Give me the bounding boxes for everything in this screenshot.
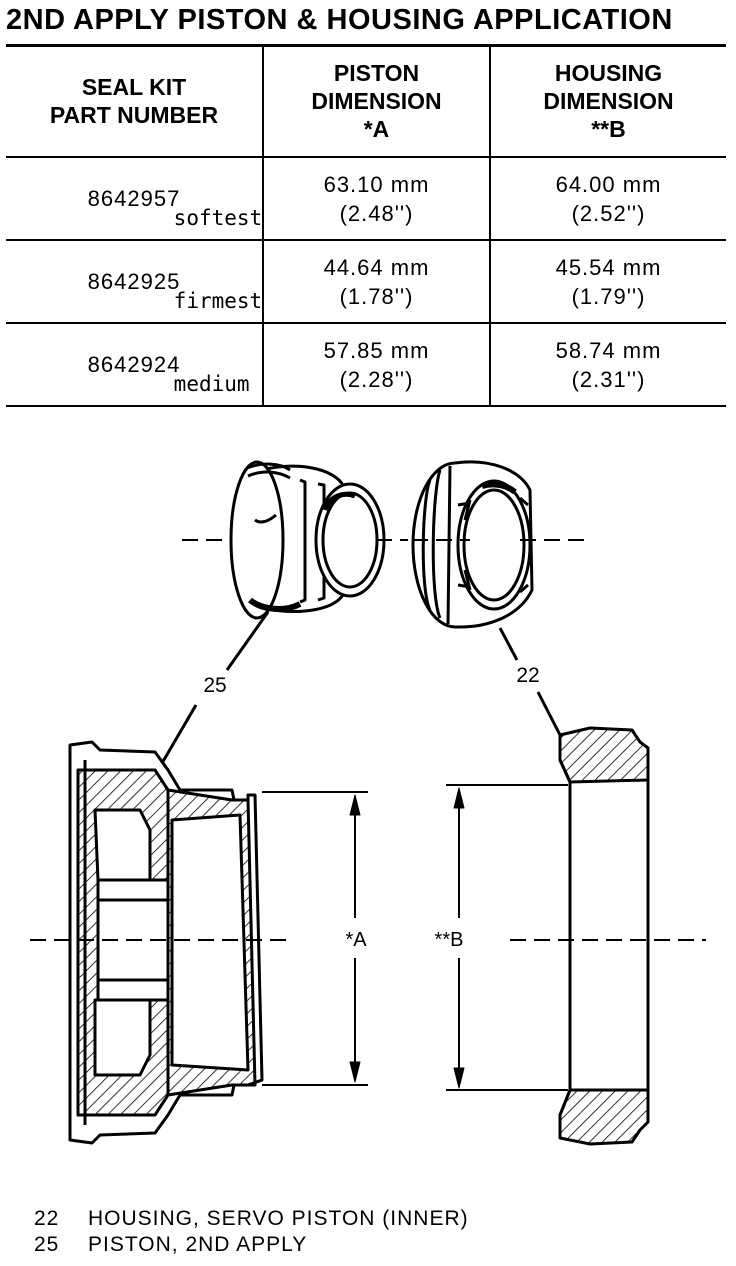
parts-legend: 22 HOUSING, SERVO PISTON (INNER) 25 PISTON…: [34, 1206, 469, 1258]
dimension-a-label: *A: [345, 929, 367, 951]
callout-leader-25b: [156, 704, 198, 771]
legend-item: 25 PISTON, 2ND APPLY: [34, 1232, 469, 1258]
piston-dimension-cell: 57.85 mm (2.28''): [262, 323, 490, 407]
part-number: 8642957: [87, 186, 181, 211]
dimension-b: [446, 784, 568, 1091]
part-number: 8642925: [87, 269, 181, 294]
header-seal-kit: SEAL KIT PART NUMBER: [6, 46, 263, 158]
legend-item: 22 HOUSING, SERVO PISTON (INNER): [34, 1206, 469, 1232]
housing-perspective-view: [411, 460, 590, 629]
piston-dimension-cell: 63.10 mm (2.48''): [262, 157, 490, 241]
title-rule: [6, 44, 726, 47]
firmness-note: softest: [173, 206, 263, 230]
legend-text: HOUSING, SERVO PISTON (INNER): [88, 1207, 469, 1230]
piston-perspective-view: [182, 460, 408, 620]
legend-text: PISTON, 2ND APPLY: [88, 1233, 308, 1256]
part-number: 8642924: [87, 352, 181, 377]
firmness-note: firmest: [173, 289, 263, 313]
housing-section-view: [510, 726, 706, 1146]
callout-label-25: 25: [203, 674, 226, 697]
piston-housing-diagram: 25 22 *A **B: [30, 460, 706, 1146]
legend-number: 22: [34, 1207, 60, 1230]
housing-dimension-cell: 58.74 mm (2.31''): [489, 323, 726, 407]
table-header-row: SEAL KIT PART NUMBER PISTON DIMENSION *A…: [6, 46, 726, 158]
housing-dimension-cell: 64.00 mm (2.52''): [489, 157, 726, 241]
application-table: SEAL KIT PART NUMBER PISTON DIMENSION *A…: [6, 46, 726, 407]
header-piston-dimension: PISTON DIMENSION *A: [262, 46, 490, 158]
callout-label-22: 22: [516, 664, 539, 687]
dimension-a: [262, 791, 368, 1086]
callout-leader-25: [225, 611, 270, 671]
dimension-b-label: **B: [435, 929, 464, 951]
housing-dimension-cell: 45.54 mm (1.79''): [489, 240, 726, 324]
piston-section-view: [30, 740, 290, 1145]
firmness-note: medium: [173, 372, 250, 396]
page-title: 2ND APPLY PISTON & HOUSING APPLICATION: [6, 4, 673, 36]
legend-number: 25: [34, 1233, 60, 1256]
piston-dimension-cell: 44.64 mm (1.78''): [262, 240, 490, 324]
callout-leader-22a: [498, 627, 519, 661]
header-housing-dimension: HOUSING DIMENSION **B: [489, 46, 726, 158]
callout-leader-22b: [536, 691, 562, 736]
